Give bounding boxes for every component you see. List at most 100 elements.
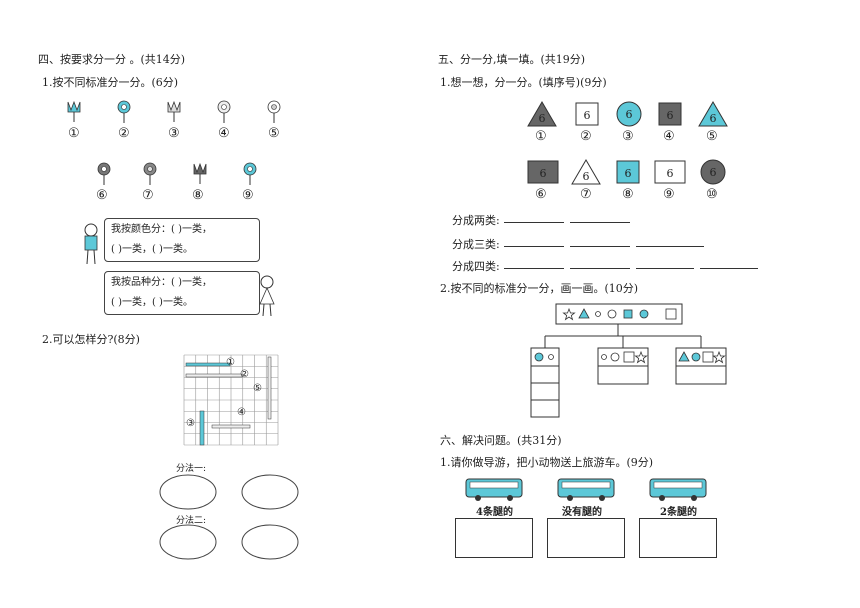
shape-glyph-2: 6 <box>584 109 591 122</box>
flower-icon-8 <box>193 162 207 184</box>
shape-label-2: ② <box>580 129 592 144</box>
answer-box-two-legs[interactable] <box>639 518 717 558</box>
stick-grid <box>183 354 279 446</box>
stick-5 <box>267 356 272 420</box>
flower-icon-9 <box>243 162 257 185</box>
flower-icon-6 <box>97 162 111 185</box>
girl-figure <box>259 275 275 317</box>
shape-3 <box>616 101 642 127</box>
section-5-title: 五、分一分,填一填。(共19分) <box>438 53 586 66</box>
stick-4 <box>211 424 251 429</box>
right-teal-circle-icon <box>691 352 701 362</box>
right-q3-title: 1.请你做导游，把小动物送上旅游车。(9分) <box>440 456 654 469</box>
fill-four-blank-4[interactable] <box>700 254 758 269</box>
method2-oval-a <box>159 524 217 560</box>
flower-label-2: ② <box>118 126 130 141</box>
fill-three-blank-3[interactable] <box>636 232 704 247</box>
method2-ovals <box>159 524 299 560</box>
flower-icon-5 <box>267 100 281 123</box>
shape-label-9: ⑨ <box>663 187 675 202</box>
bus-label-3: 2条腿的 <box>660 507 697 518</box>
method1-oval-b <box>241 474 299 510</box>
shape-glyph-6: 6 <box>540 167 547 180</box>
shape-4 <box>658 102 682 126</box>
tree-left-slot-2 <box>530 382 560 401</box>
right-q1-title: 1.想一想，分一分。(填序号)(9分) <box>440 76 607 89</box>
tree-left-slot-1 <box>530 365 560 384</box>
flower-icons-row1 <box>67 100 281 123</box>
flower-label-9: ⑨ <box>242 188 254 203</box>
left-q1-title: 1.按不同标准分一分。(6分) <box>42 76 179 89</box>
top-square-icon <box>665 308 677 320</box>
shape-label-7: ⑦ <box>580 187 592 202</box>
left-q2-title: 2.可以怎样分?(8分) <box>42 333 140 346</box>
boy-figure <box>84 223 98 265</box>
flower-label-4: ④ <box>218 126 230 141</box>
left-teal-circle-icon <box>534 352 544 362</box>
shape-label-4: ④ <box>663 129 675 144</box>
method1-oval-a <box>159 474 217 510</box>
method2-label: 分法二: <box>176 516 207 526</box>
grid-label-1: ① <box>226 357 235 368</box>
fill-four-blank-2[interactable] <box>570 254 630 269</box>
tree-left-slot-3 <box>530 399 560 418</box>
bubble2-line1: 我按品种分：( )一类， <box>111 277 212 288</box>
shape-glyph-5: 6 <box>710 112 717 125</box>
shapes-row1: 6 6 6 6 6 <box>527 101 728 127</box>
shape-label-8: ⑧ <box>622 187 634 202</box>
flower-icon-3 <box>167 100 181 122</box>
classification-tree <box>530 303 727 418</box>
shape-glyph-4: 6 <box>667 109 674 122</box>
right-triangle-icon <box>678 351 690 362</box>
flower-label-7: ⑦ <box>142 188 154 203</box>
fill-four-label: 分成四类: <box>452 260 500 273</box>
flower-icon-4 <box>217 100 231 123</box>
method2-oval-b <box>241 524 299 560</box>
right-square-icon <box>702 351 714 363</box>
shape-label-10: ⑩ <box>706 187 718 202</box>
bus-label-1: 4条腿的 <box>476 507 513 518</box>
right-q2-title: 2.按不同的标准分一分，画一画。(10分) <box>440 282 639 295</box>
shape-glyph-1: 6 <box>539 112 546 125</box>
flower-label-8: ⑧ <box>192 188 204 203</box>
bus-icon-2 <box>557 478 615 501</box>
fill-two-blank-2[interactable] <box>570 208 630 223</box>
grid-label-4: ④ <box>237 407 246 418</box>
top-teal-square-icon <box>623 309 633 319</box>
tree-top-box <box>555 303 683 325</box>
top-star-icon <box>562 307 576 321</box>
shape-label-6: ⑥ <box>535 187 547 202</box>
stick-1 <box>185 362 231 367</box>
bus-icon-3 <box>649 478 707 501</box>
answer-box-four-legs[interactable] <box>455 518 533 558</box>
fill-four-blank-3[interactable] <box>636 254 694 269</box>
flower-icon-2 <box>117 100 131 123</box>
bus-icon-1 <box>465 478 523 501</box>
fill-two-blank-1[interactable] <box>504 208 564 223</box>
shape-glyph-9: 6 <box>667 167 674 180</box>
fill-four-blank-1[interactable] <box>504 254 564 269</box>
color-speech-bubble: 我按颜色分：( )一类， ( )一类，( )一类。 <box>104 218 260 262</box>
flower-icons-row2 <box>97 162 257 185</box>
shape-10 <box>700 159 726 185</box>
bubble2-line2: ( )一类，( )一类。 <box>111 297 193 308</box>
shape-label-5: ⑤ <box>706 129 718 144</box>
shape-glyph-10: 6 <box>710 166 717 179</box>
bus-label-2: 没有腿的 <box>562 507 602 518</box>
section-6-title: 六、解决问题。(共31分) <box>440 434 562 447</box>
top-triangle-icon <box>578 308 590 319</box>
top-teal-circle-icon <box>639 309 649 319</box>
answer-box-no-legs[interactable] <box>547 518 625 558</box>
fill-three-blank-1[interactable] <box>504 232 564 247</box>
shape-glyph-8: 6 <box>625 167 632 180</box>
section-4-title: 四、按要求分一分 。(共14分) <box>38 53 186 66</box>
right-star-icon <box>712 350 726 364</box>
mid-small-circle-icon <box>601 354 607 360</box>
fill-three-blank-2[interactable] <box>570 232 630 247</box>
shape-6 <box>527 160 559 184</box>
shape-glyph-3: 6 <box>626 108 633 121</box>
grid-label-3: ③ <box>186 418 195 429</box>
stick-3 <box>199 410 205 446</box>
flower-label-1: ① <box>68 126 80 141</box>
top-small-circle-icon <box>595 311 601 317</box>
